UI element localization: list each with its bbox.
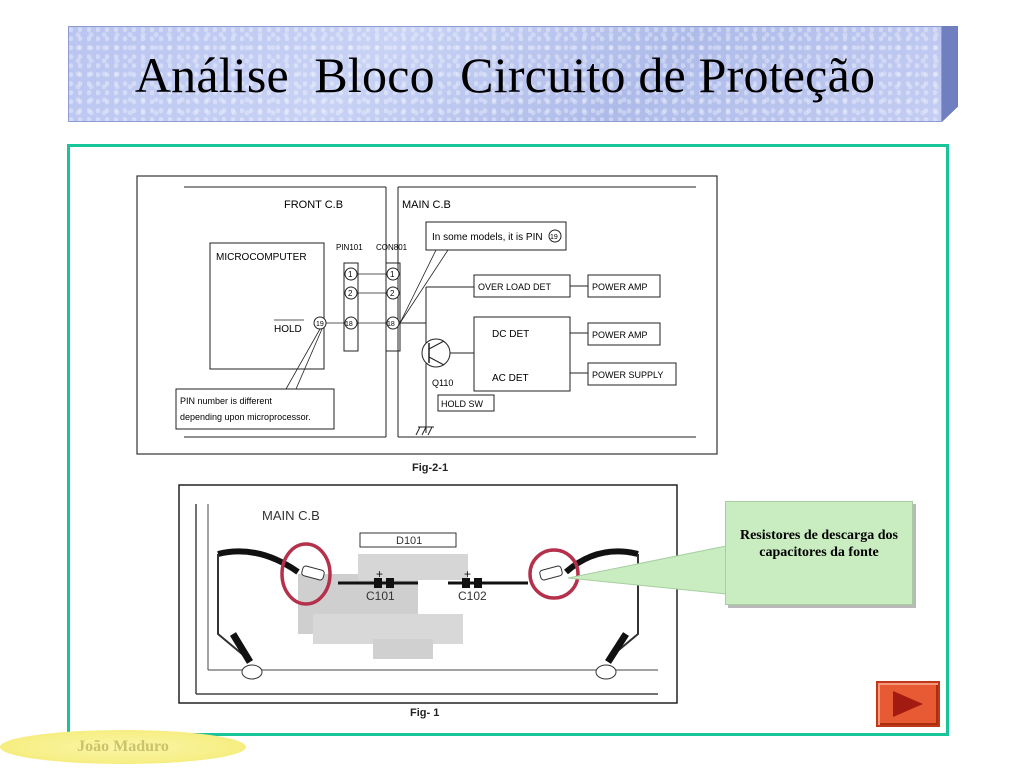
- resistor-highlight-left: [280, 542, 332, 606]
- power-supply-block: POWER SUPPLY: [592, 370, 663, 380]
- pcb-figure: MAIN C.B D101 + C101 + C102: [178, 484, 678, 704]
- ac-det-block: AC DET: [492, 373, 529, 384]
- block-diagram-svg: FRONT C.B MAIN C.B PIN101 CON801 MICROCO…: [136, 175, 718, 455]
- power-amp-block-1: POWER AMP: [592, 282, 648, 292]
- dc-det-block: DC DET: [492, 329, 529, 340]
- pin-note-line1: PIN number is different: [180, 396, 272, 406]
- c101-label: C101: [366, 589, 395, 603]
- pin18-left: 18: [345, 321, 353, 328]
- pin18-right: 18: [387, 321, 395, 328]
- pin2-right: 2: [390, 289, 395, 298]
- main-cb-label: MAIN C.B: [402, 199, 451, 211]
- author-badge: [0, 730, 246, 764]
- callout-box: Resistores de descarga dos capacitores d…: [725, 501, 913, 605]
- pin2-left: 2: [348, 289, 353, 298]
- q110-label: Q110: [432, 378, 453, 388]
- fig-1-caption: Fig- 1: [410, 707, 440, 719]
- pin101-label: PIN101: [336, 243, 363, 252]
- content-frame: [67, 144, 949, 736]
- c101-plus: +: [376, 567, 383, 581]
- hold-sw-label: HOLD SW: [441, 399, 484, 409]
- pin-note-line2: depending upon microprocessor.: [180, 412, 311, 422]
- title-banner: [68, 26, 942, 122]
- pcb-svg: MAIN C.B D101 + C101 + C102: [178, 484, 678, 704]
- front-cb-label: FRONT C.B: [284, 199, 343, 211]
- c102-plus: +: [464, 567, 471, 581]
- microcomputer-label: MICROCOMPUTER: [216, 252, 307, 263]
- resistor-highlight-right: [528, 548, 580, 600]
- play-triangle-icon: [893, 691, 923, 717]
- title-banner-shadow: [942, 26, 958, 122]
- power-amp-block-2: POWER AMP: [592, 330, 648, 340]
- pin19-left: 19: [316, 321, 324, 328]
- next-slide-button[interactable]: [876, 681, 940, 727]
- pcb-main-cb-label: MAIN C.B: [262, 508, 320, 523]
- d101-label: D101: [396, 535, 422, 547]
- block-diagram-figure: FRONT C.B MAIN C.B PIN101 CON801 MICROCO…: [136, 175, 718, 455]
- c102-label: C102: [458, 589, 487, 603]
- callout-text: Resistores de descarga dos capacitores d…: [739, 528, 898, 560]
- pin1-right: 1: [390, 270, 395, 279]
- pin1-left: 1: [348, 270, 353, 279]
- hold-label: HOLD: [274, 324, 302, 335]
- note-models: In some models, it is PIN: [432, 232, 543, 243]
- callout-pointer: [567, 545, 727, 595]
- fig-2-1-caption: Fig-2-1: [412, 462, 449, 474]
- author-name: João Maduro: [77, 738, 169, 755]
- con801-label: CON801: [376, 243, 408, 252]
- over-load-det-block: OVER LOAD DET: [478, 282, 552, 292]
- page-title: Análise Bloco Circuito de Proteção: [134, 47, 876, 103]
- note-models-pin: 19: [550, 234, 558, 241]
